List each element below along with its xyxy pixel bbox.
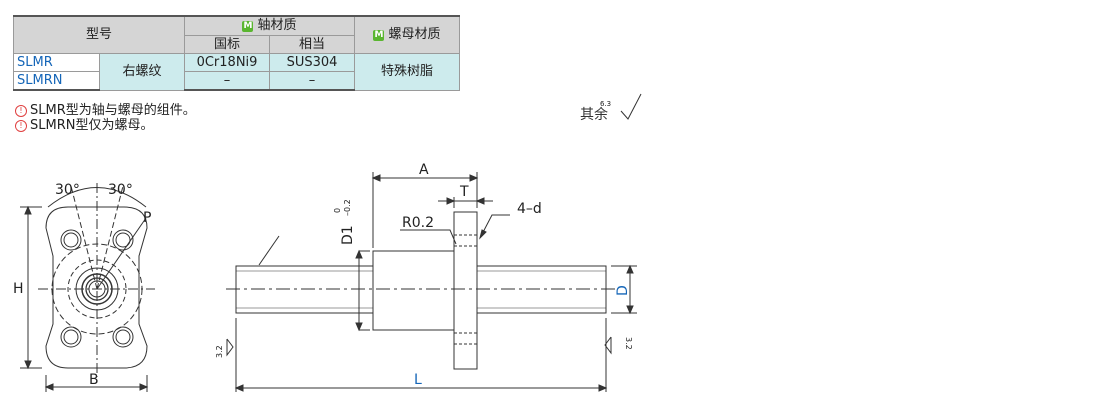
thread-type-cell: 右螺纹 — [99, 53, 185, 91]
flange — [453, 211, 478, 370]
equivalent-cell: – — [269, 71, 355, 91]
warning-circle-icon: ! — [15, 105, 27, 117]
thickness-t-label: T — [459, 184, 469, 200]
length-l-label: L — [414, 372, 422, 388]
height-label: H — [13, 281, 24, 297]
surface-finish-symbol — [620, 93, 642, 120]
bolt-hole — [112, 326, 134, 348]
bolt-hole — [63, 329, 79, 345]
material-badge: M — [373, 30, 385, 41]
national-cell: – — [184, 71, 270, 91]
radius-label: R0.2 — [402, 215, 434, 231]
surface-finish-value: 6.3 — [600, 100, 611, 108]
bolt-hole — [115, 232, 131, 248]
note-assembly: !SLMR型为轴与螺母的组件。 — [15, 104, 196, 118]
front-view — [20, 183, 155, 392]
width-label: B — [89, 372, 99, 388]
angle-left-label: 30° — [55, 182, 80, 198]
equivalent-cell: SUS304 — [269, 53, 355, 72]
roughness-symbol-right — [604, 336, 612, 355]
header-equivalent: 相当 — [269, 35, 355, 54]
roughness-right-value: 3.2 — [624, 337, 633, 350]
angle-arc — [47, 187, 147, 208]
roughness-left-value: 3.2 — [215, 345, 224, 358]
length-a-label: A — [419, 162, 429, 178]
pitch-label: P — [143, 210, 151, 226]
bolt-hole — [60, 326, 82, 348]
surface-finish-rest: 其余 — [580, 107, 608, 123]
note-nut-only: !SLMRN型仅为螺母。 — [15, 119, 153, 133]
d1-label: D1 — [340, 225, 356, 245]
d1-tolerance-upper: 0 — [333, 208, 342, 213]
nut-body — [372, 250, 455, 331]
angle-right-label: 30° — [108, 182, 133, 198]
side-view — [226, 172, 637, 392]
warning-circle-icon: ! — [15, 120, 27, 132]
nut-material-cell: 特殊树脂 — [354, 53, 460, 91]
bolt-hole — [115, 329, 131, 345]
header-model: 型号 — [13, 15, 185, 54]
bolt-hole — [63, 232, 79, 248]
roughness-symbol-left — [226, 338, 234, 357]
model-cell: SLMRN — [13, 71, 100, 91]
diameter-d-label: D — [615, 285, 631, 296]
material-badge: M — [242, 21, 254, 32]
bolt-hole — [112, 229, 134, 251]
national-cell: 0Cr18Ni9 — [184, 53, 270, 72]
hole-count-label: 4–d — [517, 201, 542, 217]
d1-tolerance-lower: –0.2 — [343, 199, 352, 216]
bolt-hole — [60, 229, 82, 251]
header-national: 国标 — [184, 35, 270, 54]
